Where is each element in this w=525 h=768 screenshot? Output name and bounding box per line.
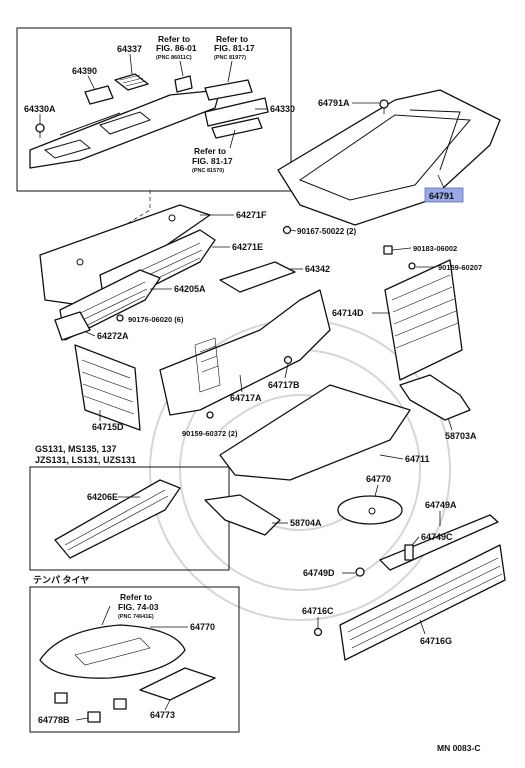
models-line-1: GS131, MS135, 137 <box>35 444 117 454</box>
ref-74-03-title: Refer to <box>120 592 152 602</box>
label-64715D[interactable]: 64715D <box>92 422 124 432</box>
spare-tire-inset-box <box>29 586 240 733</box>
clip-64716C[interactable] <box>313 627 323 637</box>
label-90159-60207[interactable]: 90159-60207 <box>438 263 482 272</box>
clip-64749D[interactable] <box>355 567 365 577</box>
label-64271F[interactable]: 64271F <box>236 210 267 220</box>
label-64337[interactable]: 64337 <box>117 44 142 54</box>
ref-81-17b-fig[interactable]: FIG. 81-17 <box>192 156 233 166</box>
label-64791[interactable]: 64791 <box>429 191 454 201</box>
label-64717B[interactable]: 64717B <box>268 380 300 390</box>
clip-64717B[interactable] <box>283 355 293 365</box>
models-line-2: JZS131, LS131, UZS131 <box>35 455 136 465</box>
label-58703A[interactable]: 58703A <box>445 431 477 441</box>
catalog-code: MN 0083-C <box>437 743 480 753</box>
label-90176-06020[interactable]: 90176-06020 (6) <box>128 315 184 324</box>
label-64390[interactable]: 64390 <box>72 66 97 76</box>
label-64791A[interactable]: 64791A <box>318 98 350 108</box>
spare-tire-cover-64770[interactable] <box>39 624 186 679</box>
package-tray-64330[interactable] <box>29 89 221 169</box>
shelf-side-brackets[interactable] <box>204 79 269 139</box>
bracket-58704A[interactable] <box>204 494 281 536</box>
label-90167-50022[interactable]: 90167-50022 (2) <box>297 227 356 236</box>
label-64749A[interactable]: 64749A <box>425 500 457 510</box>
clip-64791A[interactable] <box>379 99 389 114</box>
clip-90183-06002[interactable] <box>383 245 393 255</box>
label-64330A[interactable]: 64330A <box>24 104 56 114</box>
label-64330[interactable]: 64330 <box>270 104 295 114</box>
label-64778B[interactable]: 64778B <box>38 715 70 725</box>
pad-64390[interactable] <box>84 85 114 105</box>
trim-64272A[interactable] <box>54 311 91 341</box>
label-64716G[interactable]: 64716G <box>420 636 452 646</box>
screw-90159-60372[interactable] <box>206 411 214 419</box>
label-64717A[interactable]: 64717A <box>230 393 262 403</box>
label-64711[interactable]: 64711 <box>405 454 430 464</box>
label-64272A[interactable]: 64272A <box>97 331 129 341</box>
ref-81-17b-pnc: (PNC 81570) <box>192 168 224 174</box>
pad-64773[interactable] <box>139 667 216 701</box>
ref-86-01-pnc: (PNC 86011C) <box>156 55 192 61</box>
trim-64206E[interactable] <box>54 479 181 559</box>
label-64770-inset[interactable]: 64770 <box>190 622 215 632</box>
sill-trim-64716G[interactable] <box>339 544 506 661</box>
pad-64778B[interactable] <box>54 692 127 723</box>
ref-86-01-fig[interactable]: FIG. 86-01 <box>156 43 197 53</box>
bracket-58703A[interactable] <box>399 374 471 421</box>
label-64206E[interactable]: 64206E <box>87 492 118 502</box>
ref-74-03-fig[interactable]: FIG. 74-03 <box>118 602 159 612</box>
ref-81-17a-pnc: (PNC 81977) <box>214 55 246 61</box>
ref-81-17b-title: Refer to <box>194 146 226 156</box>
label-64714D[interactable]: 64714D <box>332 308 364 318</box>
rear-shelf-inset-box <box>16 27 292 192</box>
clip-90176-06020[interactable] <box>116 314 124 322</box>
mat-64342[interactable] <box>219 261 296 293</box>
trunk-lid-trim-64791[interactable] <box>277 89 501 226</box>
ref-81-17a-fig[interactable]: FIG. 81-17 <box>214 43 255 53</box>
label-64205A[interactable]: 64205A <box>174 284 206 294</box>
label-64342[interactable]: 64342 <box>305 264 330 274</box>
ref-86-01-title: Refer to <box>158 34 190 44</box>
clip-64749C[interactable] <box>404 544 414 561</box>
label-64271E[interactable]: 64271E <box>232 242 263 252</box>
label-64770[interactable]: 64770 <box>366 474 391 484</box>
right-trim-64714D[interactable] <box>384 259 463 381</box>
clip-64330A[interactable] <box>35 123 45 138</box>
screw-90167-50022[interactable] <box>282 225 292 235</box>
label-64716C[interactable]: 64716C <box>302 606 334 616</box>
floor-mat-64711[interactable] <box>219 384 411 481</box>
label-90159-60372[interactable]: 90159-60372 (2) <box>182 429 238 438</box>
temper-tire-label: テンパ タイヤ <box>33 574 89 585</box>
connector-86011C[interactable] <box>174 75 193 93</box>
label-90183-06002[interactable]: 90183-06002 <box>413 244 457 253</box>
side-trim-64717A[interactable] <box>159 289 331 416</box>
label-64749C[interactable]: 64749C <box>421 532 453 542</box>
board-64770[interactable] <box>337 495 403 525</box>
left-trim-64715D[interactable] <box>74 344 141 431</box>
speaker-grille-64337[interactable] <box>114 73 149 91</box>
ref-74-03-pnc: (PNC 74641E) <box>118 614 154 620</box>
label-58704A[interactable]: 58704A <box>290 518 322 528</box>
label-64773[interactable]: 64773 <box>150 710 175 720</box>
label-64749D[interactable]: 64749D <box>303 568 335 578</box>
screw-90159-60207[interactable] <box>408 262 416 270</box>
ref-81-17a-title: Refer to <box>216 34 248 44</box>
